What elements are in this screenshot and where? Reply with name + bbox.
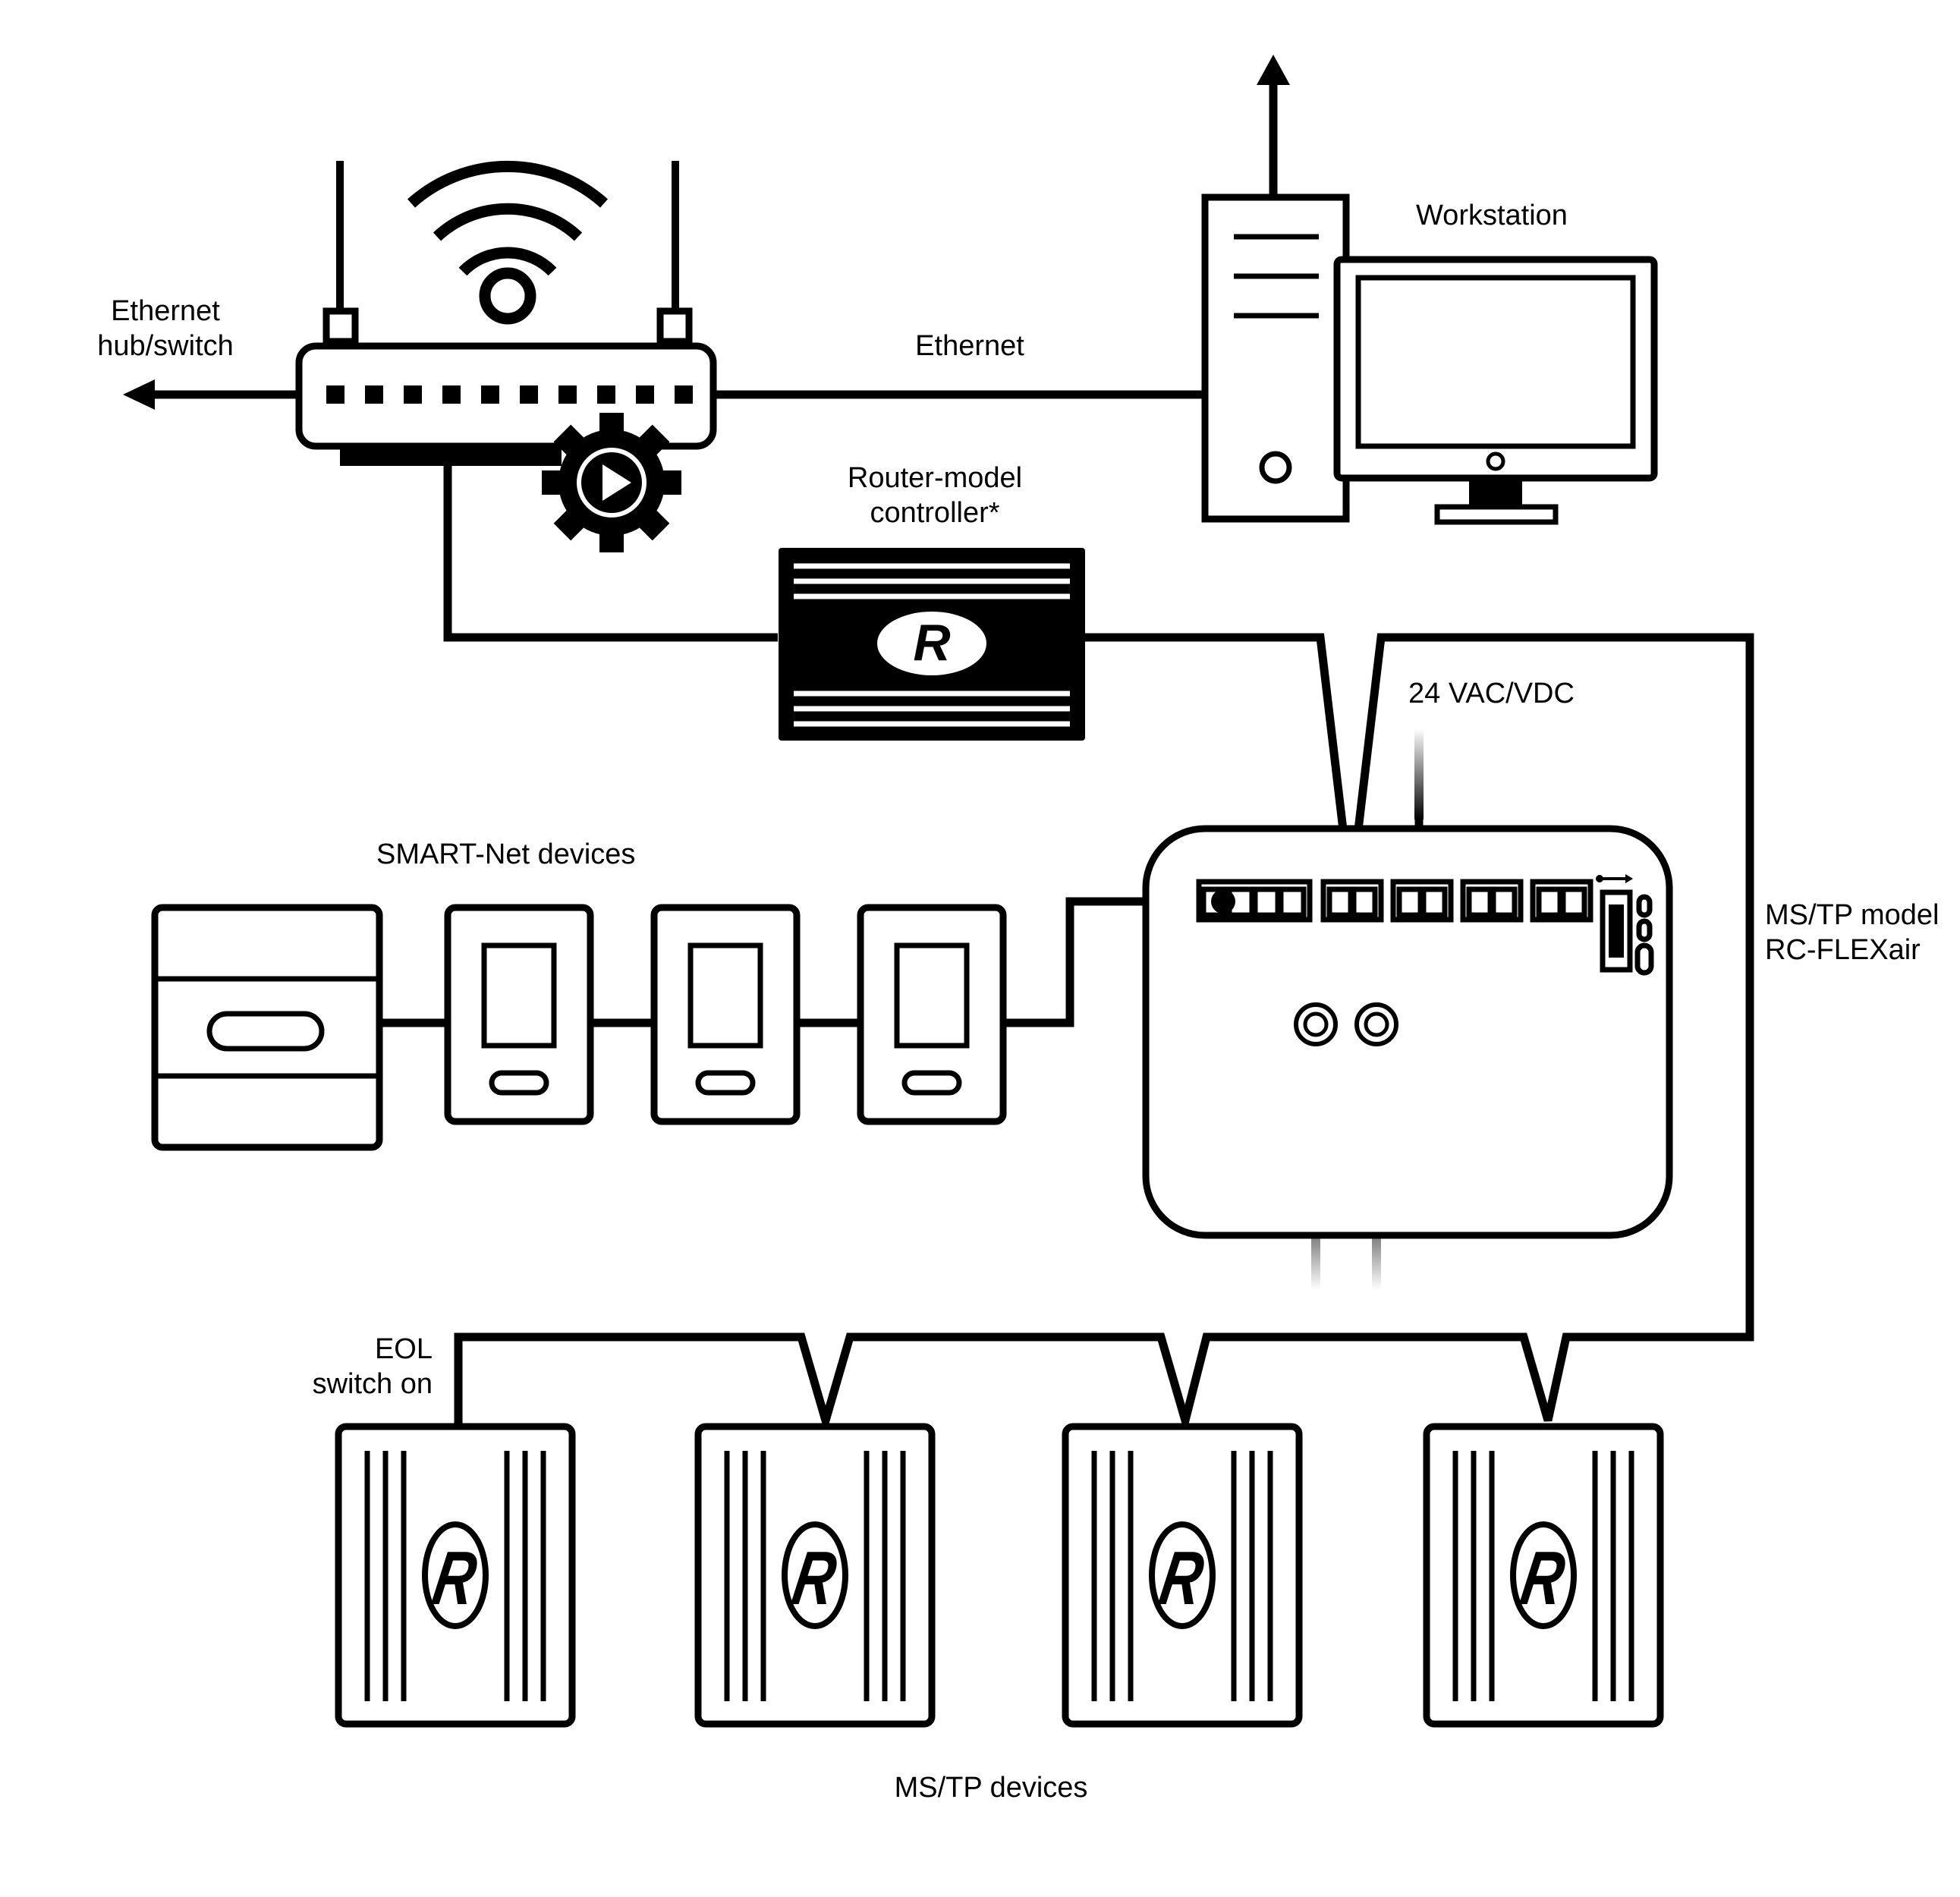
wifi-icon xyxy=(407,160,609,325)
eol-label-line1: EOL xyxy=(375,1333,433,1365)
ethernet-hub-label-line1: Ethernet xyxy=(111,295,220,327)
arrow-icon xyxy=(123,379,155,410)
router-ports xyxy=(326,385,693,404)
smartnet-sensor-icon xyxy=(654,908,797,1122)
mstp-device-icon xyxy=(338,1427,572,1724)
smartnet-devices-label: SMART-Net devices xyxy=(376,838,635,870)
workstation-tower-icon xyxy=(1201,193,1350,523)
smartnet-sensor-icon xyxy=(860,908,1003,1122)
router-to-controller-wire xyxy=(443,464,778,642)
smartnet-sensor-icon xyxy=(448,908,590,1122)
mstp-model-label-line2: RC-FLEXair xyxy=(1765,934,1921,966)
mstp-devices-label: MS/TP devices xyxy=(895,1772,1088,1804)
mstp-device-icon xyxy=(1427,1427,1660,1724)
r-logo: R xyxy=(913,614,950,672)
flexair-controller-icon xyxy=(1142,825,1673,1239)
usb-icon xyxy=(1596,874,1654,976)
arrow-icon xyxy=(1257,55,1290,85)
mstp-model-label-line1: MS/TP model xyxy=(1765,899,1939,931)
router-controller-label-line1: Router-model xyxy=(848,462,1022,494)
antenna-connector xyxy=(1294,1002,1338,1046)
antenna-connector xyxy=(1354,1002,1398,1046)
mstp-device-icon xyxy=(698,1427,932,1724)
power-label: 24 VAC/VDC xyxy=(1408,678,1575,709)
smartnet-controller-icon xyxy=(151,904,383,1151)
router-controller-label-line2: controller* xyxy=(870,497,999,529)
gear-play-icon xyxy=(542,413,681,552)
terminal-blocks xyxy=(1196,879,1593,923)
mstp-bus-wire xyxy=(454,633,1754,1436)
mstp-device-icon xyxy=(1065,1427,1299,1724)
monitor-icon xyxy=(1333,256,1658,525)
eol-label-line2: switch on xyxy=(313,1368,433,1400)
workstation-label: Workstation xyxy=(1416,200,1568,231)
ethernet-hub-label-line2: hub/switch xyxy=(97,330,234,362)
ethernet-link-label: Ethernet xyxy=(915,330,1024,362)
router-controller-icon: R xyxy=(779,548,1085,741)
